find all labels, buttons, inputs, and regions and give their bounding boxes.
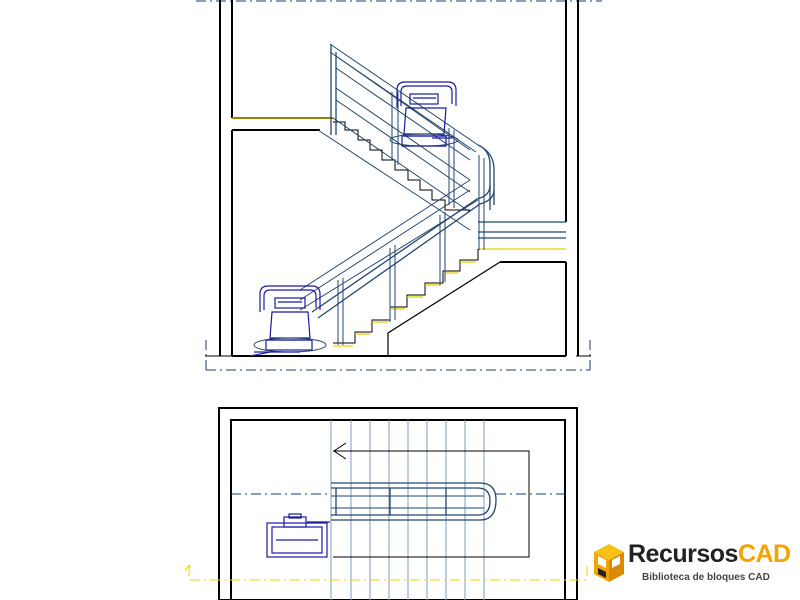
cube-logo-icon	[594, 544, 624, 582]
upper-floor-slab	[232, 117, 333, 131]
right-wall	[565, 0, 579, 356]
handrail-newel	[477, 144, 495, 250]
plan-stairlift-rail	[331, 482, 497, 521]
handrail-lower	[299, 179, 495, 345]
plan-view	[184, 407, 590, 600]
upper-flight-steps	[317, 117, 471, 231]
logo-brand-part2: CAD	[737, 540, 791, 568]
plan-treads	[330, 420, 485, 600]
plan-stairlift-chair	[266, 513, 330, 558]
logo-brand: RecursosCAD	[628, 540, 791, 569]
stairlift-chair-upper	[389, 81, 459, 147]
logo-tagline: Biblioteca de bloques CAD	[642, 572, 770, 583]
left-wall	[219, 0, 233, 356]
elevation-view	[196, 0, 602, 371]
lower-flight-steps	[333, 249, 479, 347]
logo-brand-part1: Recursos	[628, 540, 738, 568]
recursoscad-logo: RecursosCAD Biblioteca de bloques CAD	[592, 540, 800, 598]
stairlift-chair-lower	[249, 285, 327, 357]
plan-outer-wall	[218, 407, 578, 600]
lower-flight-slab	[387, 261, 501, 356]
plan-inner-wall	[230, 419, 566, 600]
handrail-upper	[329, 43, 479, 208]
plan-direction-arrow	[333, 442, 530, 558]
landing-slab	[478, 221, 566, 263]
